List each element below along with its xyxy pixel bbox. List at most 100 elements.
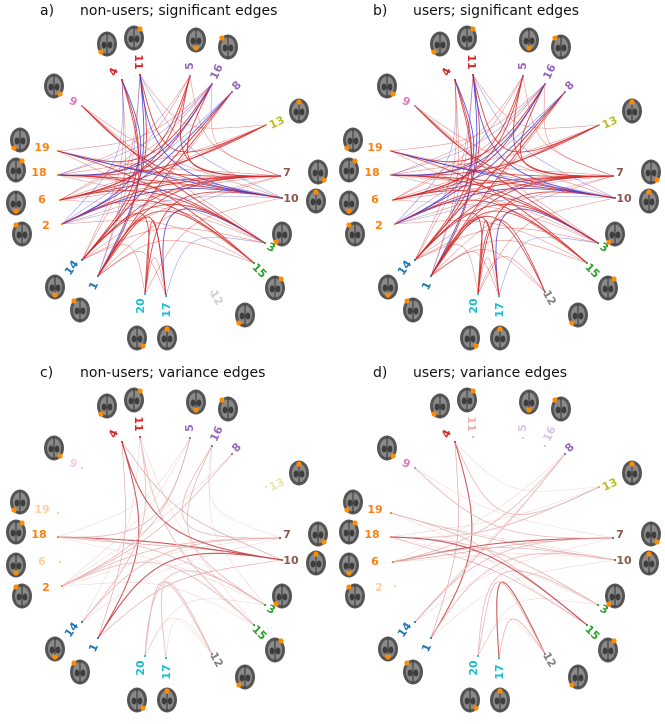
- node-label-3: 3: [265, 602, 278, 617]
- node-label-19: 19: [367, 141, 382, 154]
- connection-edge: [454, 441, 600, 492]
- connection-edge: [57, 75, 191, 176]
- connection-edge: [61, 437, 191, 587]
- connection-edge: [472, 74, 600, 129]
- connection-edge: [57, 124, 267, 176]
- connection-edge: [97, 240, 255, 277]
- brain-thumbnail-icon: [127, 687, 147, 713]
- brain-thumbnail-icon: [44, 435, 64, 461]
- node-dot: [120, 78, 124, 82]
- node-label-9: 9: [400, 456, 412, 471]
- connection-edge: [208, 445, 266, 606]
- node-dot: [210, 444, 214, 448]
- connection-edge: [390, 486, 600, 538]
- connection-edge: [144, 570, 266, 657]
- connection-edge: [61, 91, 233, 225]
- panel-b-text: users; significant edges: [413, 3, 580, 19]
- node-dot: [80, 104, 84, 108]
- node-dot: [543, 82, 547, 86]
- node-dot: [56, 173, 60, 177]
- node-dot: [164, 294, 168, 298]
- node-label-5: 5: [516, 424, 529, 432]
- connection-edge: [81, 79, 124, 261]
- connection-edge: [121, 441, 283, 561]
- node-dot: [389, 535, 393, 539]
- connection-edge: [390, 83, 546, 176]
- connection-edge: [57, 150, 255, 264]
- connection-edge: [165, 618, 213, 659]
- node-label-19: 19: [367, 503, 382, 516]
- brain-thumbnail-icon: [460, 687, 480, 713]
- connection-edge: [57, 83, 213, 176]
- connection-edge: [61, 561, 255, 626]
- brain-thumbnail-icon: [186, 27, 206, 53]
- brain-thumbnail-icon: [45, 274, 65, 300]
- connection-edge: [189, 75, 281, 177]
- node-dot: [613, 196, 617, 200]
- connection-edge: [477, 581, 546, 657]
- node-label-16: 16: [207, 62, 225, 82]
- brain-thumbnail-icon: [272, 221, 292, 247]
- edges: [57, 74, 283, 297]
- node-label-20: 20: [467, 298, 480, 314]
- node-label-11: 11: [465, 416, 478, 431]
- connection-edge: [97, 74, 141, 277]
- panel-d-text: users; variance edges: [413, 365, 568, 381]
- node-dot: [278, 536, 282, 540]
- brain-thumbnail-icon: [490, 687, 510, 713]
- connection-edge: [430, 79, 473, 277]
- node-dot: [611, 174, 615, 178]
- edges: [57, 436, 283, 659]
- node-label-19: 19: [34, 503, 49, 516]
- node-label-14: 14: [395, 257, 415, 277]
- connection-edge: [477, 257, 500, 297]
- brain-thumbnail-icon: [641, 159, 661, 185]
- brain-thumbnail-icon: [339, 157, 359, 183]
- connection-edge: [186, 445, 266, 606]
- node-dot: [278, 174, 282, 178]
- brain-thumbnail-icon: [265, 637, 285, 663]
- connection-edge: [81, 227, 266, 261]
- brain-thumbnail-icon: [339, 552, 359, 578]
- node-label-2: 2: [375, 581, 383, 594]
- node-dot: [138, 435, 142, 439]
- node-dot: [389, 511, 393, 515]
- node-label-13: 13: [600, 113, 619, 131]
- connection-edge: [430, 249, 546, 293]
- connection-edge: [414, 467, 614, 539]
- node-dot: [143, 654, 147, 658]
- connection-edge: [414, 204, 599, 261]
- brain-thumbnail-icon: [97, 393, 117, 419]
- connection-edge: [61, 220, 255, 264]
- node-label-12: 12: [540, 288, 559, 308]
- connection-edge: [472, 74, 616, 199]
- connection-edge: [543, 83, 614, 177]
- node-label-10: 10: [616, 554, 632, 567]
- node-dot: [389, 149, 393, 153]
- brain-thumbnail-icon: [490, 325, 510, 351]
- connection-edge: [430, 74, 474, 277]
- node-label-9: 9: [67, 94, 79, 109]
- node-dot: [138, 73, 142, 77]
- node-label-3: 3: [598, 602, 611, 617]
- connection-edge: [394, 187, 616, 225]
- connection-edge: [390, 536, 588, 626]
- node-dot: [476, 292, 480, 296]
- node-dot: [497, 294, 501, 298]
- node-dot: [393, 584, 397, 588]
- connection-edge: [414, 91, 566, 261]
- brain-thumbnail-icon: [157, 687, 177, 713]
- connection-edge: [97, 91, 233, 277]
- connection-edge: [430, 441, 459, 639]
- connection-edge: [81, 436, 141, 623]
- connection-edge: [97, 79, 140, 277]
- node-dot: [429, 274, 433, 278]
- node-dot: [230, 452, 234, 456]
- node-dot: [58, 560, 62, 564]
- node-dot: [210, 290, 214, 294]
- node-label-7: 7: [616, 166, 624, 179]
- brain-thumbnail-icon: [289, 460, 309, 486]
- node-label-14: 14: [62, 619, 82, 639]
- connection-edge: [59, 75, 191, 201]
